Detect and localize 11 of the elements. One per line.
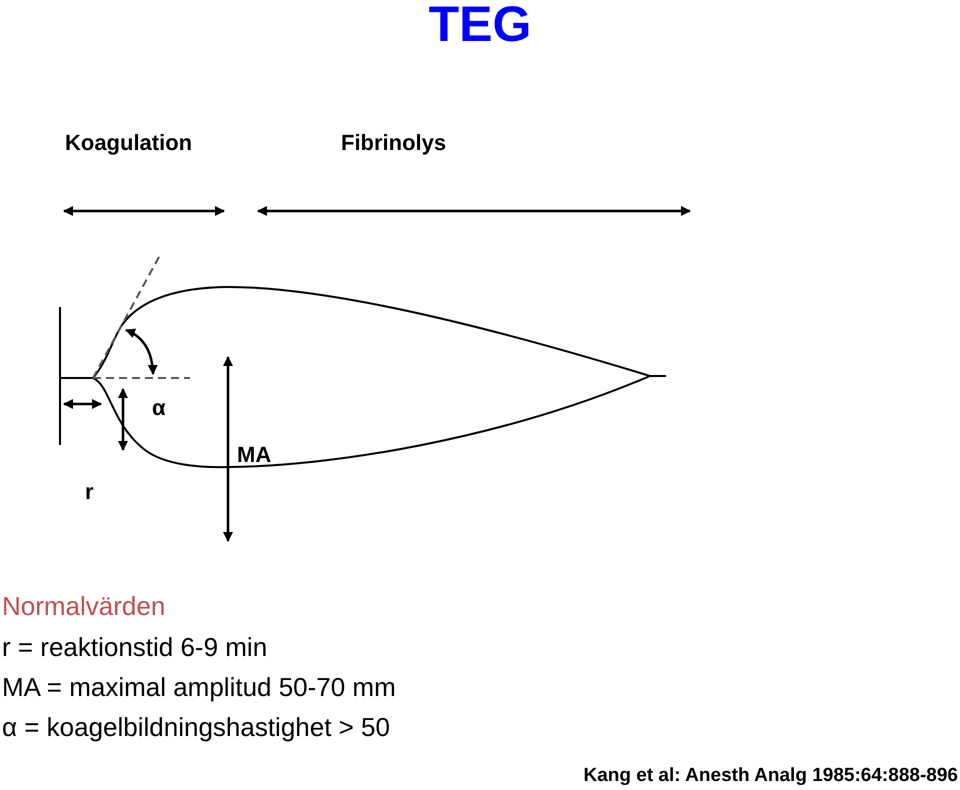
phase-label: Fibrinolys [341, 130, 446, 156]
definition-text: α = koagelbildningshastighet > 50 [2, 713, 390, 743]
section-heading: Normalvärden [2, 592, 166, 622]
parameter-label: r [85, 479, 94, 504]
citation-text: Kang et al: Anesth Analg 1985:64:888-896 [583, 765, 958, 787]
title: TEG [428, 0, 532, 48]
parameter-label: MA [237, 442, 272, 468]
definition-text: MA = maximal amplitud 50-70 mm [2, 673, 396, 703]
phase-label: Koagulation [65, 130, 192, 156]
definition-text: r = reaktionstid 6-9 min [2, 633, 268, 663]
parameter-label: α [152, 395, 166, 420]
